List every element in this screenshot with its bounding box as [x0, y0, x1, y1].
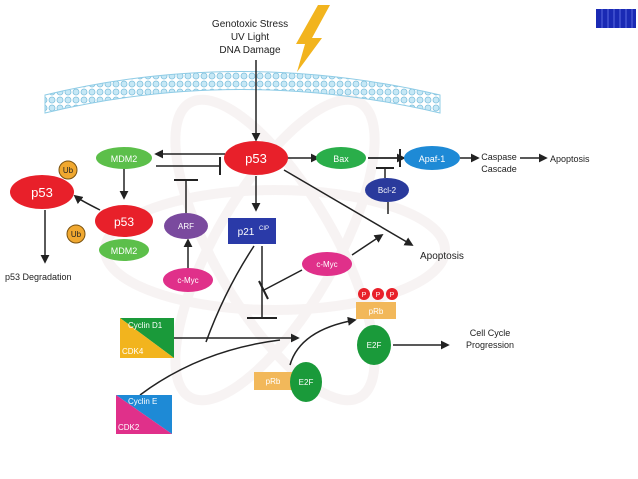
cyclin-e-cdk2-node: Cyclin E CDK2	[116, 395, 172, 434]
arf-node: ARF	[164, 213, 208, 239]
mdm2-bottom-node: MDM2	[99, 239, 149, 261]
arrow-prb-phosphorylation	[289, 316, 357, 366]
apoptosis-right-label: Apoptosis	[550, 154, 590, 164]
cmyc-right-node: c-Myc	[302, 252, 352, 276]
cyclin-e-label: Cyclin E	[128, 397, 157, 406]
stimulus-line-3: DNA Damage	[219, 45, 281, 56]
arrow-p53-apoptosis	[283, 169, 414, 246]
e2f-bottom-label: E2F	[299, 378, 314, 387]
phosphate-1-label: P	[362, 292, 367, 299]
arf-label: ARF	[178, 222, 194, 231]
arrow-cmyc-bcl	[351, 234, 384, 256]
cmyc-left-label: c-Myc	[177, 276, 198, 285]
p53-mid-node: p53	[95, 205, 153, 237]
arrow-complex-p53-left	[73, 194, 101, 211]
e2f-top-node: E2F	[357, 325, 391, 365]
ub-bottom-node: Ub	[66, 224, 86, 244]
mdm2-top-node: MDM2	[96, 147, 152, 169]
bax-node: Bax	[316, 147, 366, 169]
bax-label: Bax	[333, 154, 349, 164]
inhibit-cmyc-p21	[263, 269, 303, 291]
e2f-top-label: E2F	[367, 341, 382, 350]
p53-left-label: p53	[31, 185, 53, 200]
lightning-icon	[296, 5, 330, 72]
inhibit-bar-cmyc	[258, 280, 269, 300]
p21-label: p21	[238, 227, 255, 238]
cyclin-d1-label: Cyclin D1	[128, 321, 163, 330]
stimulus-line-2: UV Light	[231, 32, 270, 43]
apaf-node: Apaf-1	[404, 146, 460, 170]
arrow-cycline-prb	[139, 339, 281, 396]
p21-superscript: CIP	[259, 226, 269, 232]
ub-top-label: Ub	[63, 166, 74, 175]
stimulus-line-1: Genotoxic Stress	[212, 19, 288, 30]
phosphate-2-label: P	[376, 292, 381, 299]
ub-bottom-label: Ub	[71, 230, 82, 239]
prb-bottom-label: pRb	[266, 377, 281, 386]
p53-degradation-label: p53 Degradation	[5, 272, 72, 282]
cmyc-right-label: c-Myc	[316, 260, 337, 269]
corner-box-stripes	[601, 9, 633, 28]
phosphate-3: P	[386, 288, 398, 300]
phosphate-1: P	[358, 288, 370, 300]
cell-cycle-label-1: Cell Cycle	[470, 328, 511, 338]
cdk4-label: CDK4	[122, 347, 144, 356]
phosphate-3-label: P	[390, 292, 395, 299]
cell-membrane	[44, 71, 441, 114]
cmyc-left-node: c-Myc	[163, 268, 213, 292]
caspase-label-1: Caspase	[481, 152, 517, 162]
ub-top-node: Ub	[58, 160, 78, 180]
p53-mid-label: p53	[114, 215, 134, 229]
apoptosis-mid-label: Apoptosis	[420, 251, 464, 262]
prb-top-node: pRb	[356, 302, 396, 319]
bcl-node: Bcl-2	[365, 178, 409, 202]
cell-cycle-label-2: Progression	[466, 340, 514, 350]
prb-bottom-node: pRb	[254, 372, 292, 390]
prb-top-label: pRb	[369, 307, 384, 316]
p21-node: p21 CIP	[228, 218, 276, 244]
caspase-label-2: Cascade	[481, 164, 517, 174]
atom-watermark	[100, 94, 450, 406]
p53-main-node: p53	[224, 141, 288, 175]
mdm2-top-label: MDM2	[111, 154, 138, 164]
inhibit-p21-cyclin	[205, 245, 255, 343]
bcl-label: Bcl-2	[378, 186, 397, 195]
p53-main-label: p53	[245, 151, 267, 166]
cdk2-label: CDK2	[118, 423, 140, 432]
apaf-label: Apaf-1	[419, 154, 446, 164]
e2f-bottom-node: E2F	[290, 362, 322, 402]
phosphate-2: P	[372, 288, 384, 300]
mdm2-bottom-label: MDM2	[111, 246, 138, 256]
cyclin-d1-cdk4-node: Cyclin D1 CDK4	[120, 318, 174, 358]
p53-left-node: p53	[10, 175, 74, 209]
